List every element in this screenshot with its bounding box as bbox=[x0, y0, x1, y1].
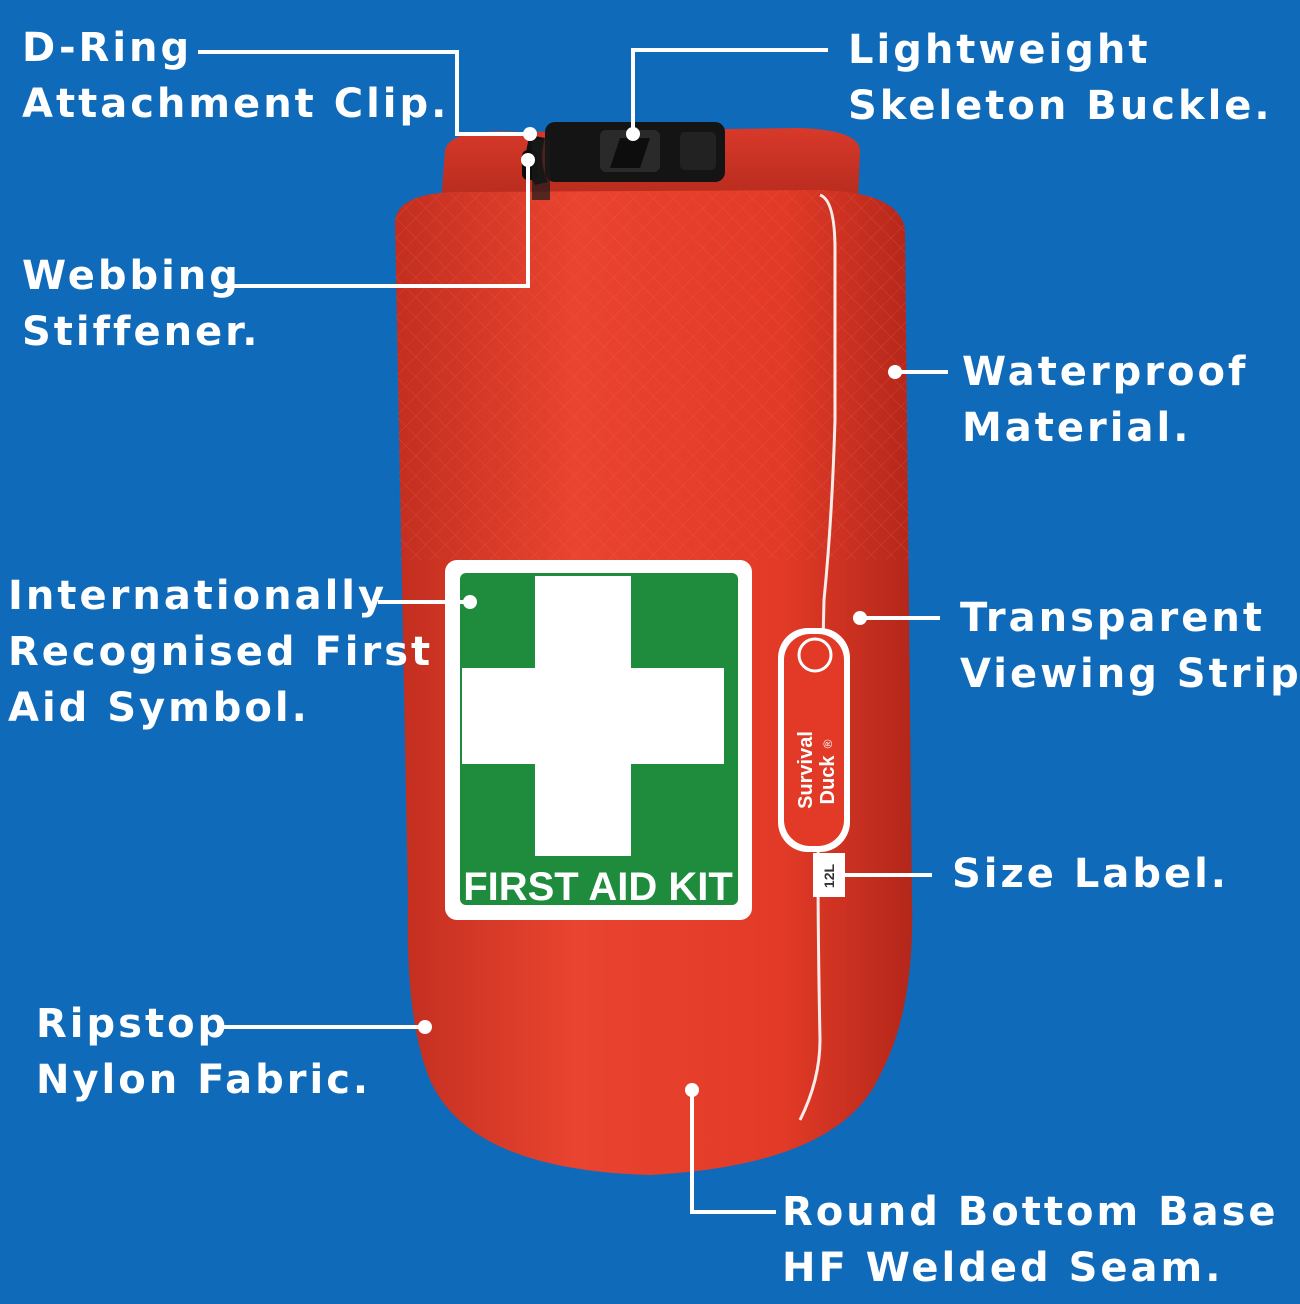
callout-waterproof-line2: Material. bbox=[962, 405, 1192, 451]
callout-round-bottom-line1: Round Bottom Base bbox=[782, 1189, 1279, 1235]
first-aid-kit-text: FIRST AID KIT bbox=[463, 865, 733, 909]
callout-d-ring: D-Ring Attachment Clip. bbox=[22, 20, 449, 132]
callout-waterproof-line1: Waterproof bbox=[962, 349, 1249, 395]
callout-buckle-line1: Lightweight bbox=[848, 27, 1151, 73]
callout-round-bottom-line2: HF Welded Seam. bbox=[782, 1245, 1224, 1291]
callout-webbing-line2: Stiffener. bbox=[22, 309, 261, 355]
size-label-text: 12L bbox=[821, 863, 837, 888]
callout-symbol-line2: Recognised First bbox=[8, 629, 434, 675]
callout-symbol: Internationally Recognised First Aid Sym… bbox=[8, 568, 433, 736]
callout-ripstop: Ripstop Nylon Fabric. bbox=[36, 996, 371, 1108]
brand-label bbox=[778, 628, 850, 897]
callout-size-label-line1: Size Label. bbox=[952, 851, 1230, 897]
callout-viewing-strip-line2: Viewing Strip. bbox=[960, 651, 1300, 697]
brand-name-line1: Survival bbox=[795, 731, 817, 809]
callout-round-bottom: Round Bottom Base HF Welded Seam. bbox=[782, 1184, 1279, 1296]
callout-buckle-line2: Skeleton Buckle. bbox=[848, 83, 1273, 129]
first-aid-symbol bbox=[445, 560, 752, 920]
brand-name-line2: Duck bbox=[817, 755, 839, 805]
callout-webbing-line1: Webbing bbox=[22, 253, 241, 299]
callout-connectors bbox=[198, 48, 948, 1214]
callout-d-ring-line1: D-Ring bbox=[22, 25, 193, 71]
callout-size-label: Size Label. bbox=[952, 846, 1229, 902]
callout-buckle: Lightweight Skeleton Buckle. bbox=[848, 22, 1273, 134]
callout-ripstop-line1: Ripstop bbox=[36, 1001, 230, 1047]
skeleton-buckle bbox=[545, 122, 725, 182]
brand-registered-mark: ® bbox=[821, 739, 835, 748]
callout-viewing-strip-line1: Transparent bbox=[960, 595, 1265, 641]
callout-ripstop-line2: Nylon Fabric. bbox=[36, 1057, 372, 1103]
callout-symbol-line3: Aid Symbol. bbox=[8, 685, 310, 731]
callout-symbol-line1: Internationally bbox=[8, 573, 388, 619]
callout-webbing: Webbing Stiffener. bbox=[22, 248, 260, 360]
callout-viewing-strip: Transparent Viewing Strip. bbox=[960, 590, 1300, 702]
webbing-stiffener bbox=[532, 140, 550, 200]
callout-waterproof: Waterproof Material. bbox=[962, 344, 1248, 456]
callout-d-ring-line2: Attachment Clip. bbox=[22, 81, 450, 127]
